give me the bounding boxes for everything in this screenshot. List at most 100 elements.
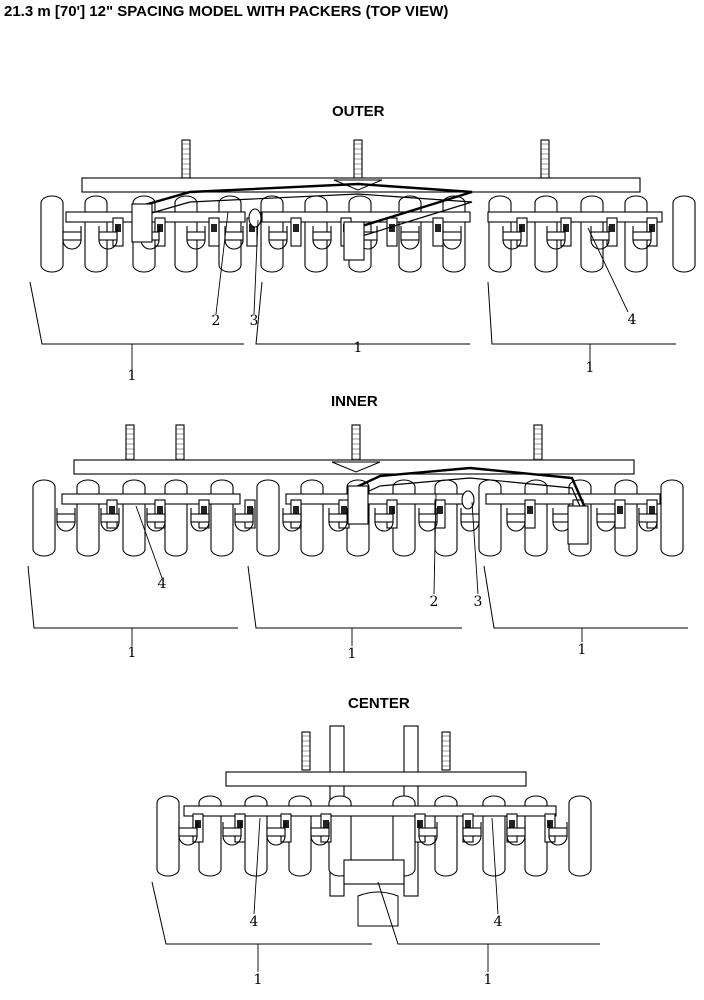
callout-leader xyxy=(433,493,437,595)
spring-block xyxy=(418,513,438,523)
spring-u-bracket xyxy=(268,226,288,250)
shank-clamp xyxy=(563,224,569,232)
shank-clamp xyxy=(157,224,163,232)
shank-clamp xyxy=(547,820,553,828)
frame-mount xyxy=(347,485,369,525)
shank-clamp xyxy=(417,820,423,828)
shank-clamp xyxy=(115,224,121,232)
spring-block xyxy=(548,827,568,837)
spring-u-bracket xyxy=(546,226,566,250)
packer-wheel xyxy=(478,479,502,557)
spring-block xyxy=(266,827,286,837)
pivot-hub xyxy=(461,490,475,510)
packer-wheel xyxy=(256,479,280,557)
outer-frame-view xyxy=(29,139,696,345)
callout-bracket-line xyxy=(377,881,600,945)
shank-clamp xyxy=(157,506,163,514)
center-toolbar-beam xyxy=(225,771,527,787)
callout-bracket-line xyxy=(29,281,244,345)
spring-block xyxy=(100,513,120,523)
callout-leader xyxy=(253,817,261,915)
callout-center-4: 1 xyxy=(484,972,493,988)
callout-bracket-line xyxy=(247,565,462,629)
shank-clamp xyxy=(249,224,255,232)
wing-subframe-inner xyxy=(349,477,587,521)
wing-subframe xyxy=(349,466,588,511)
spring-block xyxy=(506,827,526,837)
shank-clamp xyxy=(283,820,289,828)
callout-outer-3: 2 xyxy=(212,313,221,329)
spring-u-bracket xyxy=(506,822,526,846)
spring-u-bracket xyxy=(506,508,526,532)
hitch-post xyxy=(351,424,361,461)
spring-block xyxy=(502,231,522,241)
shank-clamp xyxy=(201,506,207,514)
callout-leader xyxy=(491,817,499,915)
callout-leader xyxy=(471,501,479,595)
shank-clamp xyxy=(389,224,395,232)
shank-clamp xyxy=(293,224,299,232)
shank-clamp xyxy=(437,506,443,514)
spring-u-bracket xyxy=(312,226,332,250)
spring-block xyxy=(310,827,330,837)
callout-inner-6: 1 xyxy=(578,642,587,658)
packer-wheel xyxy=(76,479,100,557)
callout-inner-2: 1 xyxy=(128,645,137,661)
spring-u-bracket xyxy=(190,508,210,532)
callout-bracket-line xyxy=(27,565,238,629)
shank-clamp xyxy=(195,820,201,828)
spring-block xyxy=(178,827,198,837)
spring-block xyxy=(632,231,652,241)
packer-wheel xyxy=(156,795,180,877)
spring-block xyxy=(62,231,82,241)
spring-u-bracket xyxy=(400,226,420,250)
spring-block xyxy=(638,513,658,523)
shank-clamp xyxy=(649,224,655,232)
packer-wheel xyxy=(568,795,592,877)
spring-block xyxy=(442,231,462,241)
callout-leader xyxy=(135,505,163,579)
spring-u-bracket xyxy=(62,226,82,250)
shank-clamp xyxy=(211,224,217,232)
hitch-point xyxy=(331,461,381,473)
callout-center-2: 4 xyxy=(494,914,503,930)
spring-u-bracket xyxy=(56,508,76,532)
spring-u-bracket xyxy=(632,226,652,250)
spring-u-bracket xyxy=(638,508,658,532)
spring-u-bracket xyxy=(178,822,198,846)
inner-frame-view xyxy=(27,424,688,629)
spring-u-bracket xyxy=(222,822,242,846)
spring-block xyxy=(186,231,206,241)
shank-clamp xyxy=(341,506,347,514)
shank-clamp xyxy=(465,820,471,828)
callout-bracket-line xyxy=(255,281,470,345)
spring-u-bracket xyxy=(224,226,244,250)
packer-wheel xyxy=(672,195,696,273)
wing-subframe-inner xyxy=(133,193,473,237)
packer-wheel xyxy=(300,479,324,557)
page-title: 21.3 m [70'] 12" SPACING MODEL WITH PACK… xyxy=(4,3,449,20)
spring-u-bracket xyxy=(460,508,480,532)
spring-u-bracket xyxy=(418,822,438,846)
section-title-outer: OUTER xyxy=(332,103,385,120)
spring-block xyxy=(462,827,482,837)
rank-bar xyxy=(261,211,471,223)
spring-u-bracket xyxy=(328,508,348,532)
shank-clamp xyxy=(649,506,655,514)
section-title-center: CENTER xyxy=(348,695,410,712)
spring-u-bracket xyxy=(234,508,254,532)
spring-block xyxy=(400,231,420,241)
packer-wheel xyxy=(122,479,146,557)
frame-mount xyxy=(567,505,589,545)
spring-block xyxy=(222,827,242,837)
spring-block xyxy=(282,513,302,523)
spring-block xyxy=(596,513,616,523)
spring-u-bracket xyxy=(418,508,438,532)
callout-bracket-line xyxy=(151,881,372,945)
callout-inner-1: 4 xyxy=(158,576,167,592)
shank-clamp xyxy=(109,506,115,514)
callout-leader xyxy=(587,227,629,313)
wing-subframe xyxy=(133,182,473,228)
